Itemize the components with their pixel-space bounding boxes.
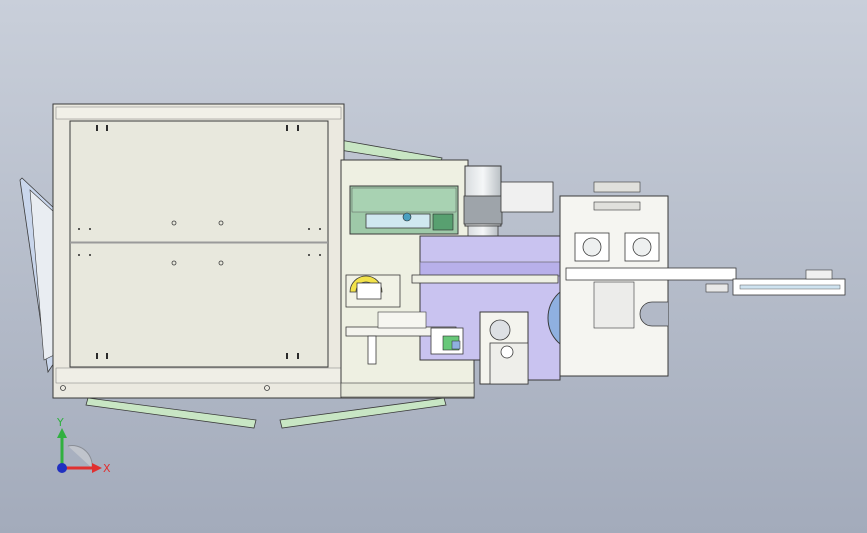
lower-left-blade <box>85 397 257 429</box>
right-frame-slot-2 <box>593 201 641 211</box>
cylinder-end-cap <box>705 283 729 293</box>
triad-y-label: Y <box>56 416 64 429</box>
lower-right-blade <box>279 397 447 429</box>
bracket-arm <box>500 181 554 213</box>
nozzle <box>500 345 514 359</box>
bottom-panel[interactable] <box>69 242 329 368</box>
triad-x-label: X <box>103 462 111 475</box>
rail-support <box>377 311 427 329</box>
top-panel[interactable] <box>69 120 329 243</box>
bearing-right <box>632 237 652 257</box>
triad-y-arrow <box>57 428 67 438</box>
vertical-post <box>367 335 377 365</box>
clamp-block <box>356 282 382 300</box>
cutting-wheel[interactable] <box>489 319 511 341</box>
control-box-top <box>351 187 457 213</box>
panel-fasteners <box>96 125 299 359</box>
triad-z-dot <box>57 463 67 473</box>
frame-inner-top <box>55 106 342 120</box>
cylinder-fitting <box>805 269 833 280</box>
sensor-blue-tab <box>451 340 461 350</box>
right-frame-slot <box>593 181 641 193</box>
bearing-left <box>582 237 602 257</box>
base-plate-lower <box>340 382 475 398</box>
control-box-window <box>365 213 431 229</box>
coordinate-triad: Y X <box>56 416 111 475</box>
panel-corner-dots <box>78 228 321 256</box>
frame-bottom-lip <box>55 367 342 384</box>
purple-rail <box>419 261 561 277</box>
right-frame-block <box>593 281 635 329</box>
feed-rail-upper[interactable] <box>411 274 559 284</box>
control-box-handle <box>432 213 454 231</box>
right-frame-notch <box>639 301 668 327</box>
triad-rotation-arc <box>67 445 93 469</box>
cylinder-rod <box>739 284 841 290</box>
motor-cap <box>463 195 503 225</box>
control-indicator <box>402 212 412 222</box>
cylinder-bar[interactable] <box>565 267 737 281</box>
triad-x-arrow <box>92 463 102 473</box>
